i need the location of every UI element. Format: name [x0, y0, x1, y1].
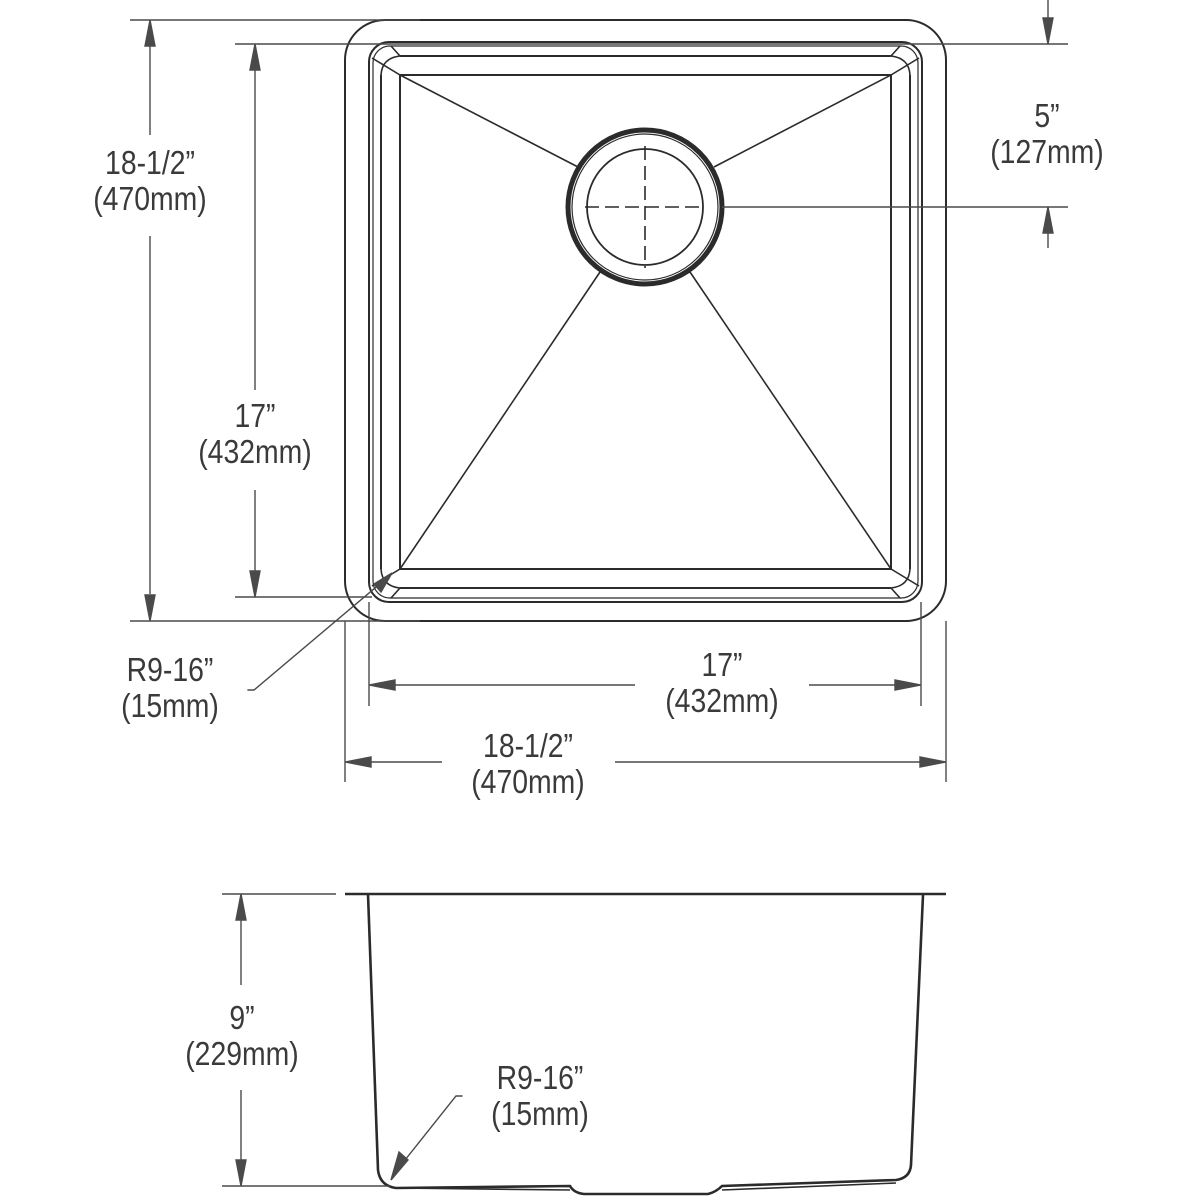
overall-height-label: 18-1/2” (470mm): [72, 144, 228, 217]
bottom-radius-metric: (15mm): [491, 1095, 589, 1132]
bowl-width-metric: (432mm): [665, 682, 779, 719]
bowl-height-metric: (432mm): [198, 433, 312, 470]
bowl-floor: [399, 74, 892, 570]
bowl-rim-inner: [372, 45, 919, 599]
outer-flange-outline: [344, 19, 947, 622]
overall-width-imperial: 18-1/2”: [483, 727, 573, 764]
overall-height-imperial: 18-1/2”: [105, 144, 195, 181]
drain-offset-metric: (127mm): [990, 133, 1104, 170]
side-bowl-profile: [366, 893, 925, 1196]
bowl-width-label: 17” (432mm): [644, 646, 800, 719]
bowl-height-label: 17” (432mm): [177, 397, 333, 470]
overall-width-label: 18-1/2” (470mm): [450, 727, 606, 800]
slope-line-tr: [713, 74, 892, 168]
overall-width-metric: (470mm): [471, 763, 585, 800]
corner-radius-imperial: R9-16”: [126, 651, 214, 688]
depth-metric: (229mm): [185, 1035, 299, 1072]
bowl-width-imperial: 17”: [701, 646, 743, 683]
bottom-radius-imperial: R9-16”: [496, 1059, 584, 1096]
side-view-dimensions: [222, 893, 475, 1187]
bottom-radius-label: R9-16” (15mm): [462, 1059, 618, 1132]
slope-line-br: [689, 271, 892, 570]
slope-line-tl: [399, 74, 579, 168]
side-view: [345, 892, 946, 1196]
drain-offset-imperial: 5”: [1034, 97, 1060, 134]
depth-imperial: 9”: [229, 999, 255, 1036]
corner-radius-metric: (15mm): [121, 687, 219, 724]
corner-radius-label: R9-16” (15mm): [92, 651, 248, 724]
depth-label: 9” (229mm): [164, 999, 320, 1072]
top-view: [344, 19, 1068, 622]
bowl-rim-outer: [368, 41, 923, 603]
bowl-height-imperial: 17”: [234, 397, 276, 434]
top-view-dimensions: [130, 0, 1068, 782]
slope-line-bl: [399, 271, 601, 570]
drain-offset-label: 5” (127mm): [969, 97, 1125, 170]
overall-height-metric: (470mm): [93, 180, 207, 217]
